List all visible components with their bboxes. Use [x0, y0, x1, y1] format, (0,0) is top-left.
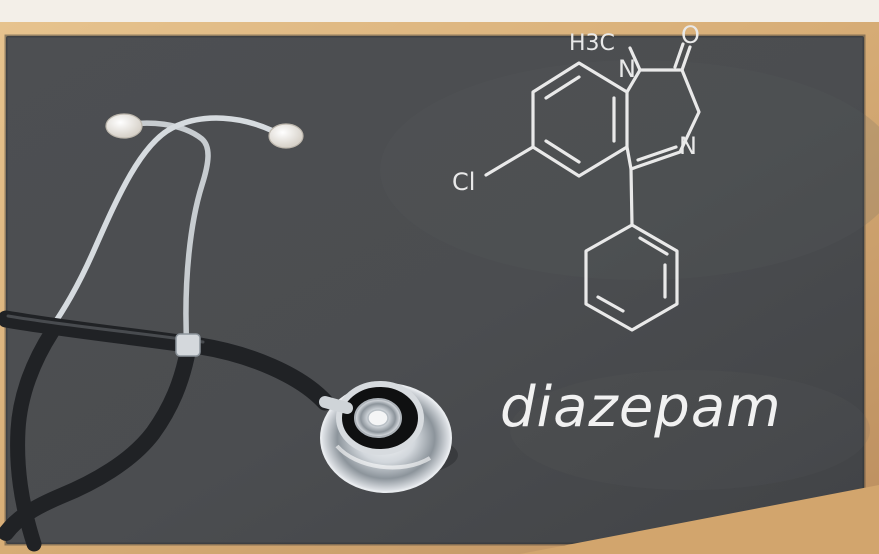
chest-piece-stem [319, 396, 353, 414]
right-ear-tip [268, 123, 304, 149]
nitrogen-top-label: N [618, 55, 636, 83]
stethoscope [0, 113, 458, 552]
phenyl-attachment-bond [629, 167, 634, 227]
left-loop-tubing [10, 324, 60, 552]
imine-double-bond [636, 145, 678, 162]
left-binaural-tube [116, 120, 211, 355]
chalk-smudge-2 [510, 370, 870, 490]
chest-piece-core [367, 409, 389, 427]
methyl-label: H3C [569, 31, 615, 56]
benzene-double-bond-1 [544, 75, 581, 100]
methyl-bond [628, 46, 642, 72]
carbonyl-bond [680, 45, 692, 72]
board-light-edge [0, 0, 879, 22]
phenyl-double-bond-3 [596, 295, 625, 313]
chlorine-label: Cl [452, 168, 475, 196]
chest-piece-highlight [335, 444, 432, 470]
benzene-double-bond-3 [544, 139, 581, 164]
chlorine-bond [484, 145, 535, 177]
phenyl-ring [584, 223, 679, 332]
diazepam-word: diazepam [500, 375, 782, 440]
board-bottom-frame [520, 485, 879, 554]
diazepam-structure [484, 42, 701, 332]
right-binaural-tube [47, 115, 276, 333]
left-ear-tip [105, 113, 143, 139]
board-frame-inner-shadow [4, 34, 866, 546]
oxygen-label: O [681, 21, 700, 49]
nitrogen-right-label: N [679, 132, 697, 160]
phenyl-double-bond-1 [638, 236, 669, 256]
tube-connector [175, 333, 201, 357]
carbonyl-bond-2 [673, 42, 685, 69]
